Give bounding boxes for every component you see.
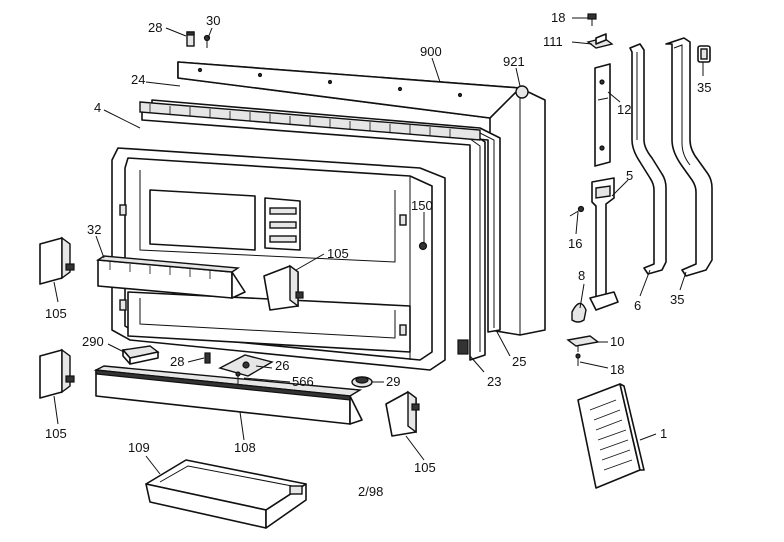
end-cap-105-lower-right xyxy=(385,390,420,437)
callout-900: 900 xyxy=(420,44,442,59)
callout-921: 921 xyxy=(503,54,525,69)
hinge-111 xyxy=(586,33,614,49)
end-cap-105-upper-left xyxy=(39,236,75,285)
screw-28-lower xyxy=(204,352,211,364)
handle-35 xyxy=(665,37,713,277)
callout-30: 30 xyxy=(206,13,220,28)
callout-32: 32 xyxy=(87,222,101,237)
shelf-bar-32 xyxy=(95,255,246,299)
callout-35: 35 xyxy=(670,292,684,307)
callout-18: 18 xyxy=(551,10,565,25)
callout-4: 4 xyxy=(94,100,101,115)
door-plug-921 xyxy=(515,85,529,99)
end-cap-105-lower-left xyxy=(39,348,75,399)
hinge-bracket-5 xyxy=(589,177,619,311)
screw-566 xyxy=(235,371,241,384)
end-cap-105-mid xyxy=(263,264,304,311)
callout-105: 105 xyxy=(414,460,436,475)
callout-18: 18 xyxy=(610,362,624,377)
leader-lines xyxy=(53,17,704,475)
callout-26: 26 xyxy=(275,358,289,373)
door-liner-4 xyxy=(111,147,446,371)
handle-6 xyxy=(629,43,667,275)
callout-28: 28 xyxy=(170,354,184,369)
owner-manual-1 xyxy=(577,383,645,489)
shelf-bar-108 xyxy=(93,365,363,425)
callout-105: 105 xyxy=(45,306,67,321)
bracket-290 xyxy=(121,345,160,365)
door-breaker-strip-24 xyxy=(139,101,481,141)
screw-28-top xyxy=(186,31,195,47)
callout-1: 1 xyxy=(660,426,667,441)
callout-105: 105 xyxy=(45,426,67,441)
outer-door-panel xyxy=(177,61,546,336)
callout-290: 290 xyxy=(82,334,104,349)
callout-24: 24 xyxy=(131,72,145,87)
callout-566: 566 xyxy=(292,374,314,389)
hinge-pin-10 xyxy=(566,335,600,352)
screw-16 xyxy=(569,205,585,217)
callout-150: 150 xyxy=(411,198,433,213)
callout-35: 35 xyxy=(697,80,711,95)
bushing-8 xyxy=(571,302,587,323)
callout-8: 8 xyxy=(578,268,585,283)
callout-23: 23 xyxy=(487,374,501,389)
callout-108: 108 xyxy=(234,440,256,455)
callout-12: 12 xyxy=(617,102,631,117)
callout-labels: 28 30 18 111 35 900 921 24 12 4 5 150 16… xyxy=(45,10,711,499)
callout-6: 6 xyxy=(634,298,641,313)
plug-29 xyxy=(351,376,373,388)
callout-28: 28 xyxy=(148,20,162,35)
date-code: 2/98 xyxy=(358,484,383,499)
hinge-support-12 xyxy=(594,63,611,167)
hinge-plate-26 xyxy=(218,354,274,377)
door-bin-109 xyxy=(145,459,307,529)
callout-16: 16 xyxy=(568,236,582,251)
screw-150 xyxy=(418,241,428,251)
screw-18-bottom xyxy=(575,353,581,366)
callout-111: 111 xyxy=(543,34,563,49)
callout-29: 29 xyxy=(386,374,400,389)
screw-18-top xyxy=(587,13,597,26)
callout-105: 105 xyxy=(327,246,349,261)
end-cap-35 xyxy=(697,45,711,63)
callout-109: 109 xyxy=(128,440,150,455)
callout-25: 25 xyxy=(512,354,526,369)
callout-5: 5 xyxy=(626,168,633,183)
callout-10: 10 xyxy=(610,334,624,349)
